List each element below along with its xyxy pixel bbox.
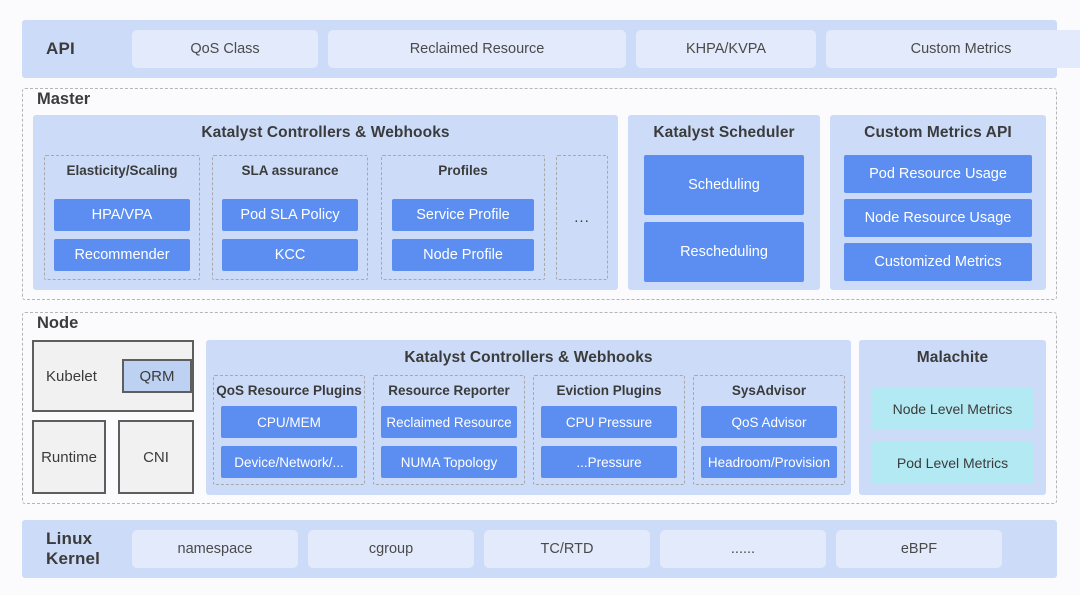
subgroup-resource-reporter: Resource Reporter (373, 375, 525, 485)
subgroup-eviction-plugins-title: Eviction Plugins (556, 383, 662, 398)
kernel-item-more[interactable]: ...... (660, 530, 826, 568)
subgroup-elasticity-scaling-title: Elasticity/Scaling (66, 163, 178, 178)
master-zone (22, 88, 1057, 300)
chip-headroom-provision[interactable]: Headroom/Provision (701, 446, 837, 478)
cni-box[interactable]: CNI (118, 420, 194, 494)
katalyst-scheduler-title: Katalyst Scheduler (653, 124, 795, 141)
cni-label: CNI (143, 448, 169, 466)
kernel-item-ebpf[interactable]: eBPF (836, 530, 1002, 568)
malachite-title: Malachite (916, 349, 989, 366)
linux-kernel-band-title: Linux Kernel (46, 529, 101, 568)
node-zone (22, 312, 1057, 504)
subgroup-profiles: Profiles (381, 155, 545, 280)
chip-pod-sla-policy[interactable]: Pod SLA Policy (222, 199, 358, 231)
kernel-item-namespace[interactable]: namespace (132, 530, 298, 568)
api-item-custom-metrics[interactable]: Custom Metrics (826, 30, 1080, 68)
linux-kernel-band-items: namespace cgroup TC/RTD ...... eBPF (132, 530, 1043, 568)
api-item-khpa-kvpa[interactable]: KHPA/KVPA (636, 30, 816, 68)
kubelet-label: Kubelet (46, 367, 97, 385)
chip-hpa-vpa[interactable]: HPA/VPA (54, 199, 190, 231)
qrm-box[interactable]: QRM (122, 359, 192, 393)
node-zone-title: Node (33, 314, 83, 333)
chip-other-pressure[interactable]: ...Pressure (541, 446, 677, 478)
kernel-item-tc-rtd[interactable]: TC/RTD (484, 530, 650, 568)
subgroup-sla-assurance: SLA assurance (212, 155, 368, 280)
api-band: API QoS Class Reclaimed Resource KHPA/KV… (22, 20, 1080, 78)
kernel-item-cgroup[interactable]: cgroup (308, 530, 474, 568)
chip-customized-metrics[interactable]: Customized Metrics (844, 243, 1032, 281)
subgroup-resource-reporter-title: Resource Reporter (388, 383, 510, 398)
chip-node-level-metrics[interactable]: Node Level Metrics (872, 388, 1033, 430)
master-zone-title: Master (33, 90, 95, 109)
chip-recommender[interactable]: Recommender (54, 239, 190, 271)
master-controllers-title: Katalyst Controllers & Webhooks (201, 124, 450, 141)
subgroup-more-controllers: ... (556, 155, 608, 280)
chip-rescheduling[interactable]: Rescheduling (644, 222, 804, 282)
chip-qos-advisor[interactable]: QoS Advisor (701, 406, 837, 438)
chip-reclaimed-resource[interactable]: Reclaimed Resource (381, 406, 517, 438)
chip-cpu-pressure[interactable]: CPU Pressure (541, 406, 677, 438)
kubelet-box[interactable]: Kubelet (32, 340, 194, 412)
chip-node-resource-usage[interactable]: Node Resource Usage (844, 199, 1032, 237)
chip-node-profile[interactable]: Node Profile (392, 239, 534, 271)
chip-numa-topology[interactable]: NUMA Topology (381, 446, 517, 478)
subgroup-sysadvisor: SysAdvisor (693, 375, 845, 485)
subgroup-sla-assurance-title: SLA assurance (241, 163, 339, 178)
subgroup-elasticity-scaling: Elasticity/Scaling (44, 155, 200, 280)
api-band-title: API (46, 39, 75, 58)
subgroup-eviction-plugins: Eviction Plugins (533, 375, 685, 485)
api-band-items: QoS Class Reclaimed Resource KHPA/KVPA C… (132, 30, 1080, 68)
custom-metrics-api-title: Custom Metrics API (864, 124, 1012, 141)
chip-kcc[interactable]: KCC (222, 239, 358, 271)
chip-cpu-mem[interactable]: CPU/MEM (221, 406, 357, 438)
subgroup-sysadvisor-title: SysAdvisor (731, 383, 807, 398)
node-controllers-title: Katalyst Controllers & Webhooks (404, 349, 653, 366)
chip-pod-resource-usage[interactable]: Pod Resource Usage (844, 155, 1032, 193)
runtime-box[interactable]: Runtime (32, 420, 106, 494)
chip-device-network[interactable]: Device/Network/... (221, 446, 357, 478)
api-item-reclaimed-resource[interactable]: Reclaimed Resource (328, 30, 626, 68)
chip-scheduling[interactable]: Scheduling (644, 155, 804, 215)
subgroup-qos-resource-plugins-title: QoS Resource Plugins (216, 383, 362, 398)
api-item-qos-class[interactable]: QoS Class (132, 30, 318, 68)
chip-pod-level-metrics[interactable]: Pod Level Metrics (872, 442, 1033, 484)
chip-service-profile[interactable]: Service Profile (392, 199, 534, 231)
linux-kernel-band: Linux Kernel namespace cgroup TC/RTD ...… (22, 520, 1057, 578)
runtime-label: Runtime (41, 448, 97, 466)
subgroup-qos-resource-plugins: QoS Resource Plugins (213, 375, 365, 485)
subgroup-profiles-title: Profiles (438, 163, 488, 178)
